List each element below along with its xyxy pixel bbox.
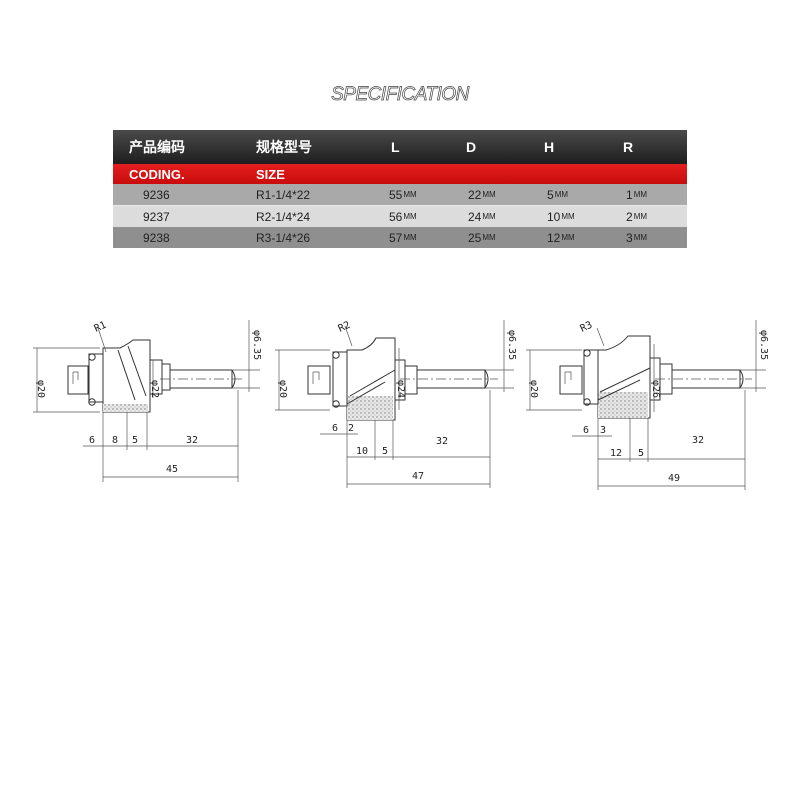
radius-label: R2 [337,320,353,335]
cell-unit: MM [633,212,648,221]
cell-unit: MM [482,212,496,221]
spec-table: 产品编码 规格型号 L D H R CODING. SIZE 9236 R1-1… [113,130,687,248]
cell-value: 55 [389,187,403,202]
bearing-dia-label: φ20 [277,380,288,398]
cell-value: 22 [468,187,482,202]
cell-unit: MM [554,190,569,199]
cell-size: R2-1/4*24 [256,209,311,224]
router-bit-drawing-r3: R3 φ20 φ26 φ6.35 6 3 12 5 32 49 [526,320,769,490]
dim-label: 6 [332,423,338,434]
cell-size: R1-1/4*22 [256,187,311,202]
router-bit-drawing-r1: R1 φ20 φ22 φ6.35 6 8 5 32 45 [33,320,262,482]
cell-unit: MM [403,190,417,199]
dim-label: 5 [382,446,388,457]
cell-unit: MM [403,233,417,242]
page-title: SPECIFICATION [331,84,470,106]
cut-dia-label: φ22 [149,380,160,398]
cell-value: 57 [389,230,403,245]
dim-label: 10 [356,446,368,457]
router-bit-drawing-r2: R2 φ20 φ24 φ6.35 6 2 10 5 32 47 [275,320,517,488]
dim-label: 6 [89,435,95,446]
cell-code: 9236 [143,187,170,202]
total-length-label: 47 [412,471,424,482]
subheader-coding: CODING. [129,166,185,182]
dim-label: 8 [112,435,118,446]
header-L: L [391,139,400,155]
table-header-row: 产品编码 规格型号 L D H R [113,130,687,164]
dim-label: 6 [583,425,589,436]
cell-value: 5 [547,187,554,202]
total-length-label: 45 [166,464,178,475]
cell-value: 56 [389,209,403,224]
shank-dia-label: φ6.35 [251,330,262,360]
dim-label: 5 [132,435,138,446]
radius-label: R3 [579,320,595,335]
cell-unit: MM [561,212,575,221]
cell-unit: MM [403,212,417,221]
cell-value: 3 [626,230,633,245]
subheader-size: SIZE [256,166,285,182]
cell-code: 9237 [143,209,170,224]
cell-value: 24 [468,209,482,224]
shank-dia-label: φ6.35 [506,330,517,360]
cell-size: R3-1/4*26 [256,230,311,245]
cell-value: 10 [547,209,561,224]
dim-label: 2 [348,423,354,434]
total-length-label: 49 [668,473,680,484]
cell-value: 12 [547,230,561,245]
cell-unit: MM [482,190,496,199]
cell-value: 1 [626,187,633,202]
header-product-code: 产品编码 [129,139,185,155]
cell-unit: MM [561,233,575,242]
table-subheader-row: CODING. SIZE [113,164,687,184]
dim-label: 32 [436,436,448,447]
dim-label: 32 [186,435,198,446]
bearing-dia-label: φ20 [528,380,539,398]
header-D: D [466,139,477,155]
cut-dia-label: φ24 [395,380,406,398]
cell-value: 2 [626,209,633,224]
cell-code: 9238 [143,230,170,245]
cell-unit: MM [482,233,496,242]
cell-unit: MM [633,190,648,199]
dim-label: 3 [600,425,606,436]
header-H: H [544,139,555,155]
bearing-dia-label: φ20 [35,380,46,398]
cell-unit: MM [633,233,648,242]
cut-dia-label: φ26 [650,380,661,398]
radius-label: R1 [93,320,109,335]
dim-label: 32 [692,435,704,446]
dim-label: 5 [638,448,644,459]
dim-label: 12 [610,448,622,459]
cell-value: 25 [468,230,482,245]
header-model: 规格型号 [256,139,312,155]
header-R: R [623,139,634,155]
shank-dia-label: φ6.35 [758,330,769,360]
